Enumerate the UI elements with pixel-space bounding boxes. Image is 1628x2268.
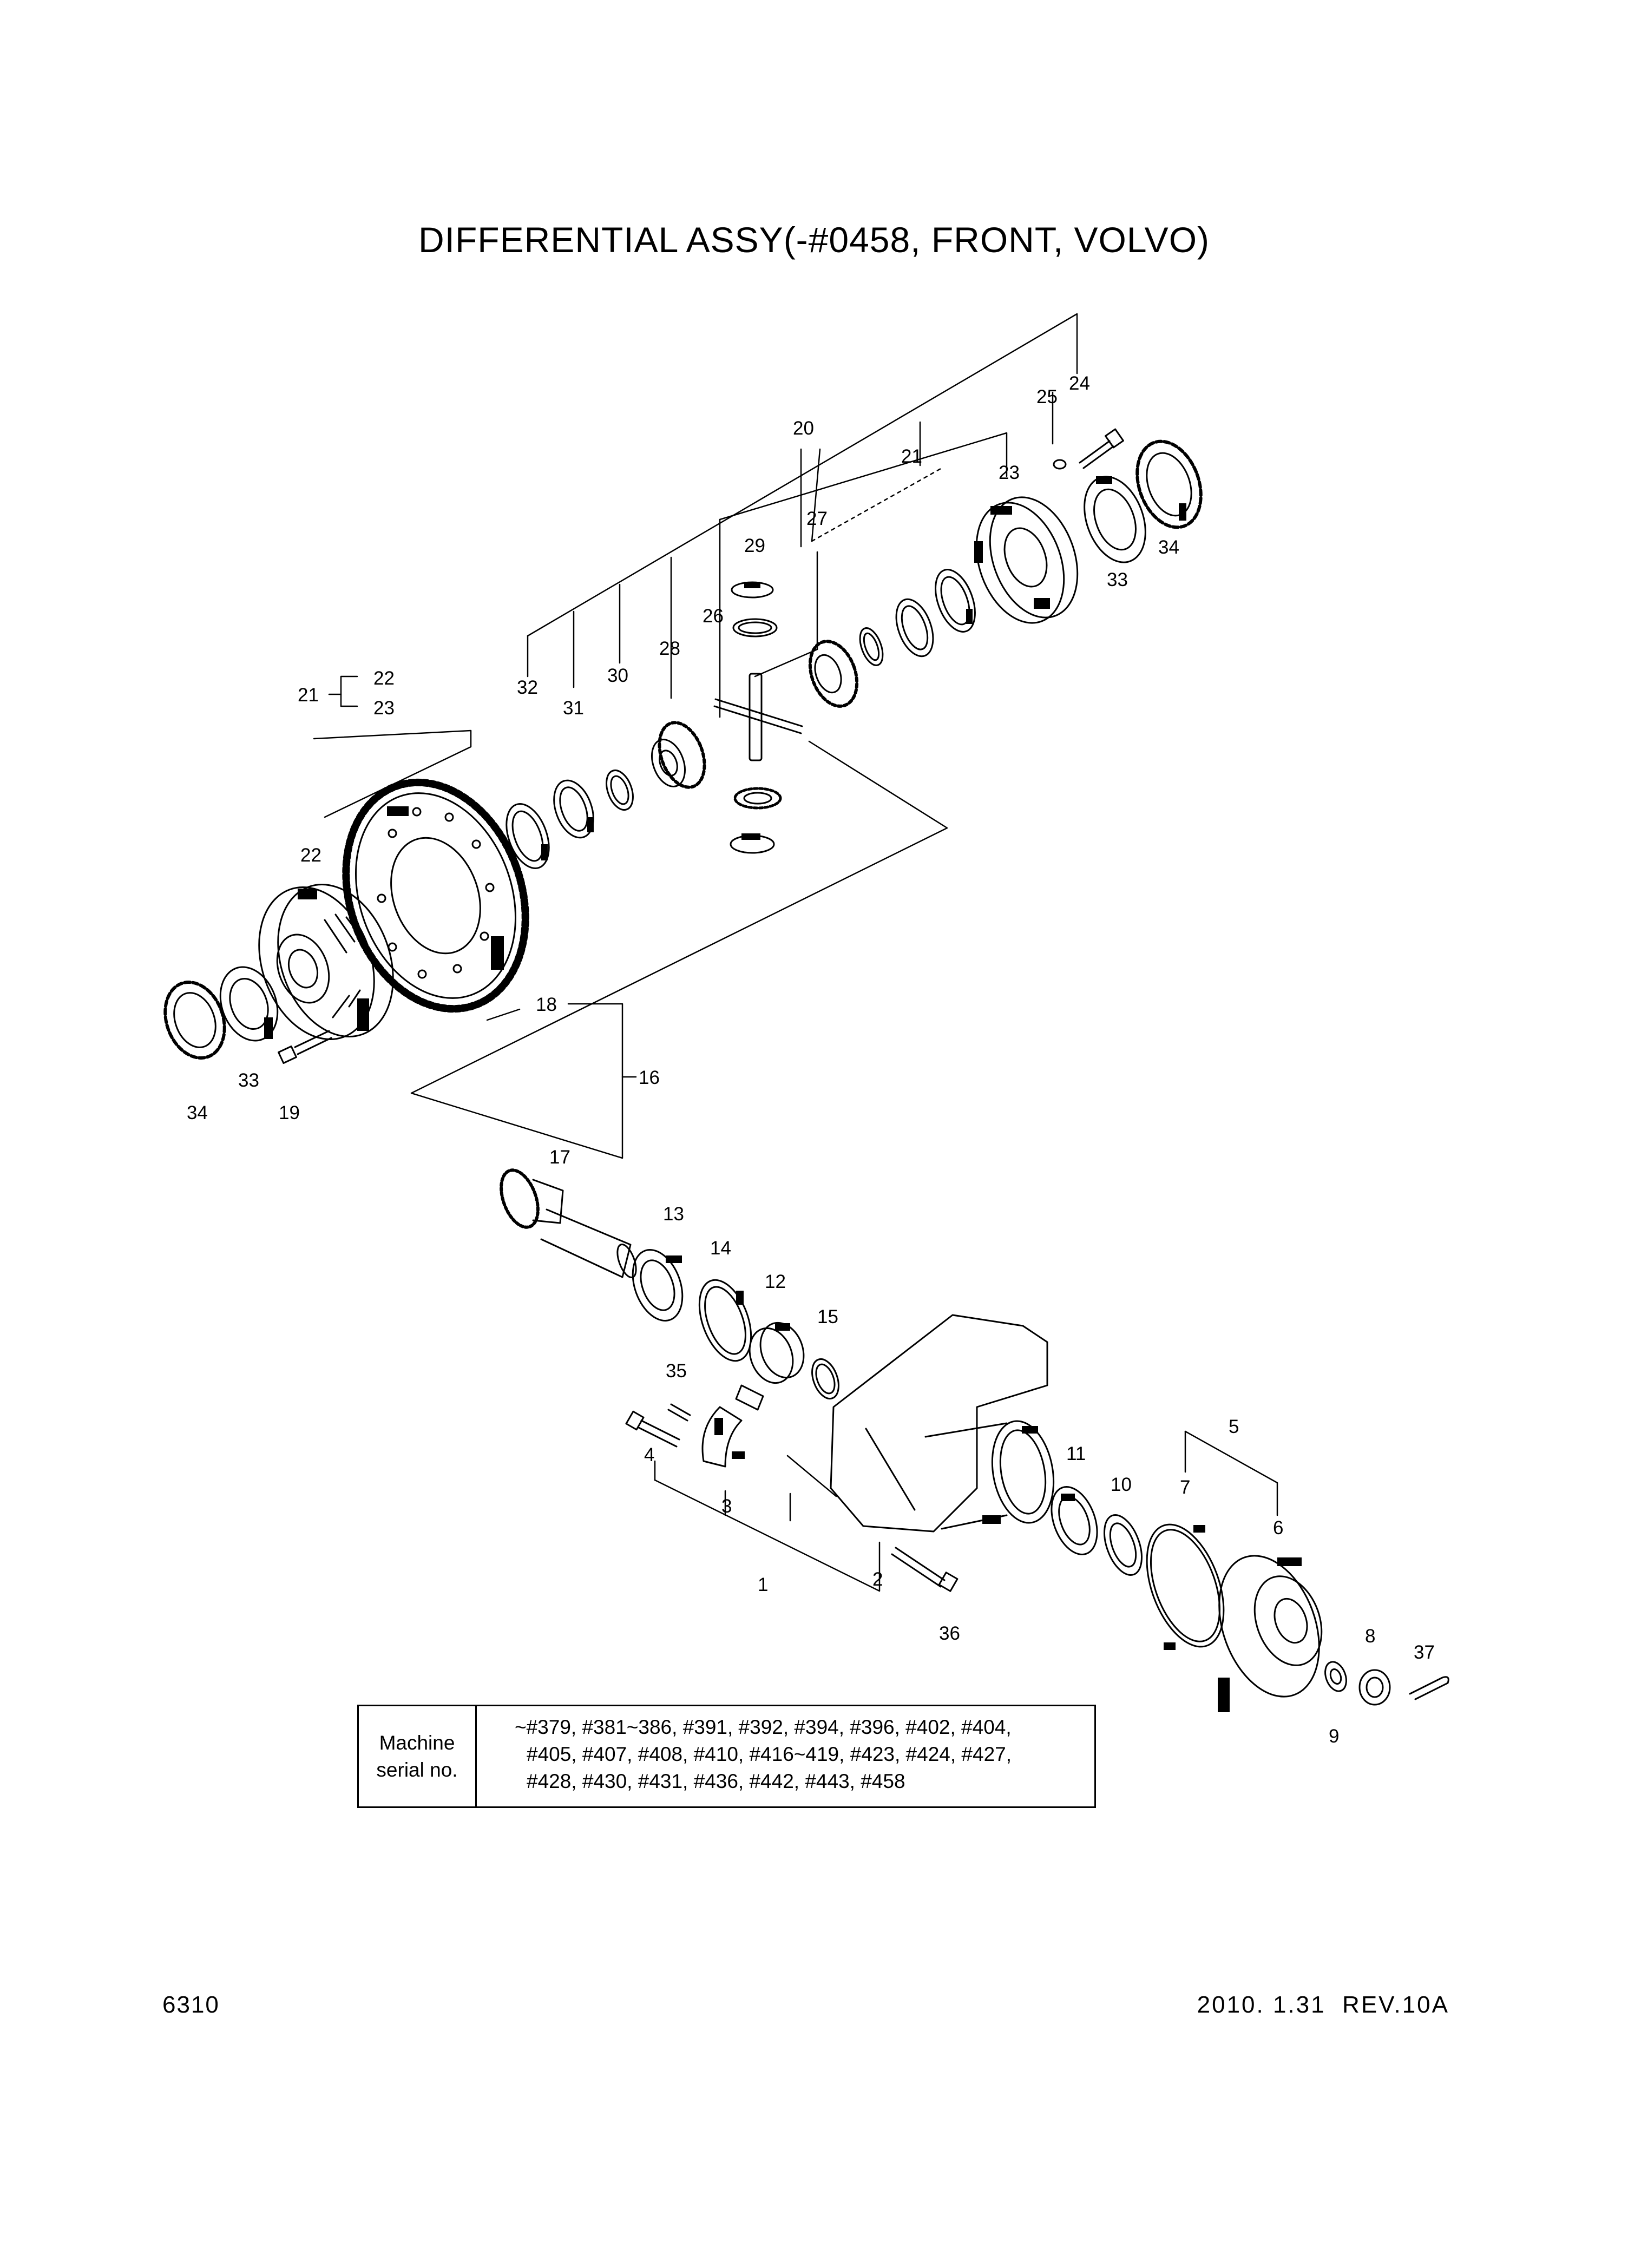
page-title: DIFFERENTIAL ASSY(-#0458, FRONT, VOLVO) (418, 220, 1210, 260)
callout-23-legend: 23 (373, 698, 395, 719)
callout-21: 21 (901, 446, 922, 467)
bearing-10 (1104, 1514, 1143, 1576)
pinion-gear-lower (730, 787, 782, 854)
part-callouts: 1 2 3 4 5 6 7 8 9 10 11 12 13 14 15 16 1… (187, 373, 1435, 1747)
serial-number-table: Machine serial no. ~#379, #381~386, #391… (357, 1705, 1096, 1808)
serial-line: ~#379, #381~386, #391, #392, #394, #396,… (515, 1716, 1012, 1738)
callout-20: 20 (793, 418, 814, 439)
callout-31: 31 (563, 698, 584, 719)
callout-34: 34 (187, 1102, 208, 1123)
callout-7: 7 (1180, 1477, 1190, 1498)
callout-8: 8 (1365, 1626, 1375, 1647)
serial-line: #405, #407, #408, #410, #416~419, #423, … (527, 1743, 1012, 1765)
callout-32: 32 (517, 677, 538, 698)
page-number: 6310 (162, 1991, 220, 2018)
callout-17: 17 (549, 1147, 570, 1168)
callout-14: 14 (710, 1238, 731, 1259)
axle-housing (830, 1314, 1055, 1533)
spacer-ring (698, 1279, 752, 1362)
callout-28: 28 (659, 638, 680, 659)
callout-21-legend: 21 (298, 685, 319, 706)
callout-22: 22 (300, 845, 321, 866)
differential-case (258, 884, 394, 1040)
side-gear-28 (651, 721, 706, 789)
callout-18: 18 (536, 994, 557, 1015)
shim-ring (811, 1358, 839, 1399)
drive-pinion (500, 1168, 637, 1278)
bolt-19 (278, 1030, 332, 1064)
callout-30: 30 (607, 665, 628, 686)
callout-35: 35 (666, 1360, 687, 1382)
callout-27: 27 (806, 508, 828, 529)
ring-gear (342, 778, 529, 1013)
date-revision: 2010. 1.31 REV.10A (1197, 1991, 1449, 2018)
bearing-cap (701, 1384, 764, 1468)
callout-29: 29 (744, 535, 765, 556)
callout-11: 11 (1066, 1443, 1086, 1464)
bolt-24 (1053, 428, 1124, 470)
callout-25: 25 (1036, 386, 1058, 407)
callout-33: 33 (238, 1070, 259, 1091)
callout-3: 3 (721, 1496, 732, 1517)
callout-13: 13 (663, 1204, 684, 1225)
callout-2: 2 (872, 1569, 883, 1590)
thrust-washers-upper (506, 770, 634, 869)
callout-37: 37 (1414, 1642, 1435, 1663)
lower-leader-lines (654, 1430, 1278, 1592)
bearing-cup (749, 1322, 805, 1384)
callout-36: 36 (939, 1623, 960, 1644)
bearing-right (1084, 476, 1146, 563)
callout-34-right: 34 (1158, 537, 1179, 558)
pinion-gear-upper (731, 581, 778, 637)
oil-seal (1146, 1523, 1225, 1650)
differential-case-right (974, 496, 1079, 624)
callout-16: 16 (639, 1067, 660, 1088)
group-legend (328, 675, 358, 707)
thrust-washers-right (859, 569, 976, 666)
callout-19: 19 (279, 1102, 300, 1123)
serial-table-label: Machine serial no. (359, 1706, 477, 1806)
washer-9 (1324, 1661, 1347, 1692)
side-gear-right (808, 640, 859, 708)
nut-8 (1358, 1669, 1391, 1706)
adjusting-ring-left (163, 981, 226, 1060)
callout-15: 15 (817, 1306, 838, 1327)
cotter-pin-37 (1409, 1676, 1449, 1700)
callout-24: 24 (1069, 373, 1090, 394)
callout-26: 26 (703, 606, 724, 627)
callout-4: 4 (644, 1444, 654, 1465)
callout-9: 9 (1329, 1726, 1339, 1747)
spider-cross (713, 673, 803, 761)
companion-flange (1218, 1555, 1323, 1712)
callout-5: 5 (1229, 1416, 1239, 1437)
callout-22-legend: 22 (373, 668, 395, 689)
pinion-bearing (632, 1249, 684, 1322)
callout-1: 1 (758, 1574, 768, 1595)
callout-23: 23 (999, 462, 1020, 483)
serial-line: #428, #430, #431, #436, #442, #443, #458 (527, 1770, 905, 1792)
callout-12: 12 (765, 1271, 786, 1292)
outer-bearing (1051, 1486, 1098, 1555)
serial-table-values: ~#379, #381~386, #391, #392, #394, #396,… (477, 1706, 1094, 1806)
bolt-4 (625, 1403, 691, 1448)
adjusting-ring-right (1135, 439, 1203, 529)
callout-6: 6 (1273, 1517, 1283, 1539)
callout-10: 10 (1111, 1474, 1132, 1495)
bolt-36 (891, 1547, 959, 1592)
callout-33-right: 33 (1107, 569, 1128, 590)
